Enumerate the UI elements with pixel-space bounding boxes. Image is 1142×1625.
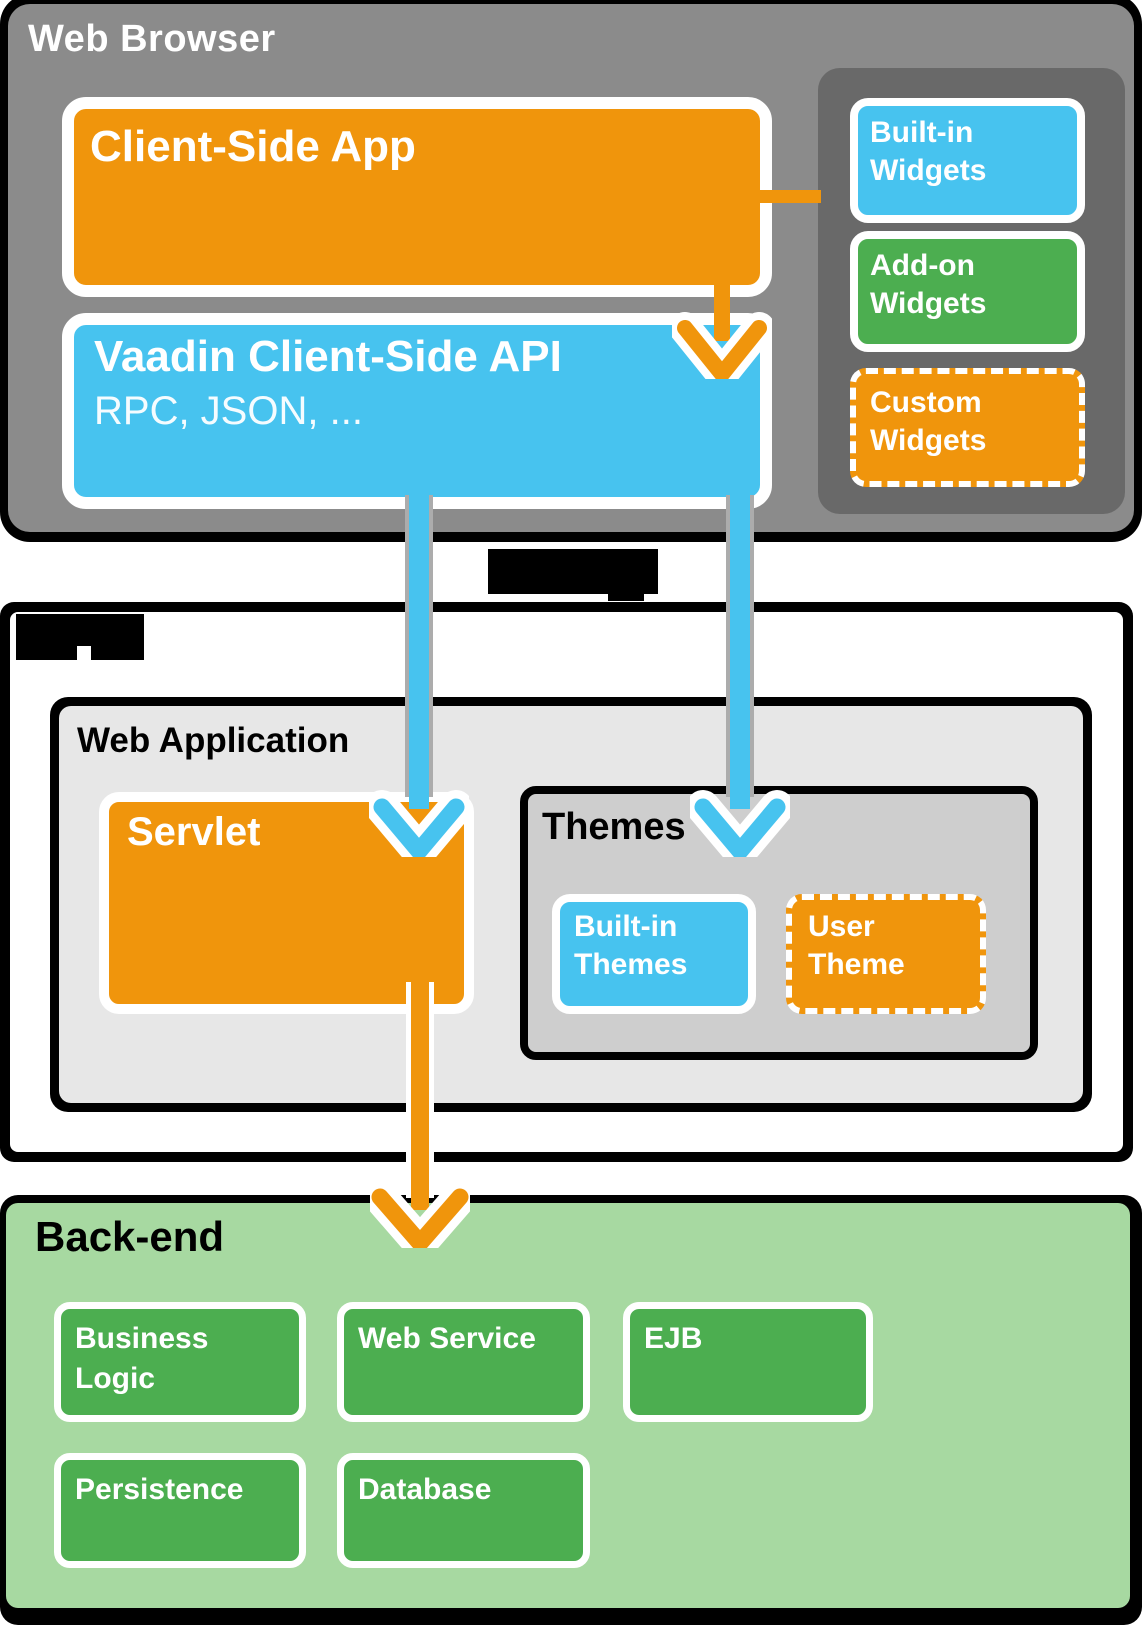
connection-label-glitch-fragment bbox=[608, 586, 644, 601]
built-in-widgets-label: Built-in Widgets bbox=[870, 116, 987, 187]
backend-title: Back-end bbox=[35, 1213, 225, 1260]
themes-box: Themes Built-in Themes User Theme bbox=[520, 786, 1038, 1060]
ejb-box: EJB bbox=[623, 1302, 873, 1422]
app-to-widgets-connector bbox=[755, 190, 821, 203]
persistence-box: Persistence bbox=[54, 1453, 306, 1568]
vaadin-client-api-sublabel: RPC, JSON, ... bbox=[94, 389, 363, 434]
database-box: Database bbox=[337, 1453, 590, 1568]
business-logic-box: Business Logic bbox=[54, 1302, 306, 1422]
server-section: Server Web Application Servlet Themes Bu… bbox=[0, 602, 1133, 1162]
persistence-label: Persistence bbox=[75, 1473, 244, 1506]
web-browser-section: Web Browser Client-Side App Vaadin Clien… bbox=[0, 0, 1142, 542]
database-label: Database bbox=[358, 1473, 492, 1506]
api-to-themes-down-arrow-icon bbox=[690, 495, 790, 857]
web-browser-title: Web Browser bbox=[28, 18, 276, 60]
built-in-themes-label: Built-in Themes bbox=[574, 910, 688, 981]
custom-widgets-label: Custom Widgets bbox=[870, 386, 987, 457]
ejb-label: EJB bbox=[644, 1322, 703, 1355]
client-side-app-box: Client-Side App bbox=[62, 97, 772, 297]
api-to-servlet-down-arrow-icon bbox=[369, 495, 469, 857]
backend-section: Back-end Business Logic Web Service EJB … bbox=[0, 1195, 1142, 1625]
add-on-widgets-box: Add-on Widgets bbox=[850, 231, 1085, 352]
web-application-box: Web Application Servlet Themes Built-in … bbox=[50, 697, 1092, 1112]
web-service-label: Web Service bbox=[358, 1322, 536, 1355]
add-on-widgets-label: Add-on Widgets bbox=[870, 249, 987, 320]
web-service-box: Web Service bbox=[337, 1302, 590, 1422]
vaadin-client-api-box: Vaadin Client-Side API RPC, JSON, ... bbox=[62, 313, 772, 509]
business-logic-label: Business Logic bbox=[75, 1322, 209, 1395]
servlet-label: Servlet bbox=[127, 810, 261, 854]
user-theme-box: User Theme bbox=[786, 894, 986, 1014]
servlet-to-backend-down-arrow-icon bbox=[370, 982, 470, 1248]
web-application-title: Web Application bbox=[77, 721, 350, 760]
client-side-app-label: Client-Side App bbox=[90, 122, 416, 171]
user-theme-label: User Theme bbox=[808, 910, 905, 981]
custom-widgets-box: Custom Widgets bbox=[850, 368, 1085, 487]
built-in-widgets-box: Built-in Widgets bbox=[850, 98, 1085, 223]
server-title-glitch-fragment bbox=[77, 646, 91, 660]
widget-panel: Built-in Widgets Add-on Widgets Custom W… bbox=[818, 68, 1125, 514]
app-to-api-down-arrow-icon bbox=[672, 285, 772, 379]
built-in-themes-box: Built-in Themes bbox=[552, 894, 756, 1014]
themes-title: Themes bbox=[542, 806, 686, 848]
vaadin-client-api-label: Vaadin Client-Side API bbox=[94, 332, 562, 381]
